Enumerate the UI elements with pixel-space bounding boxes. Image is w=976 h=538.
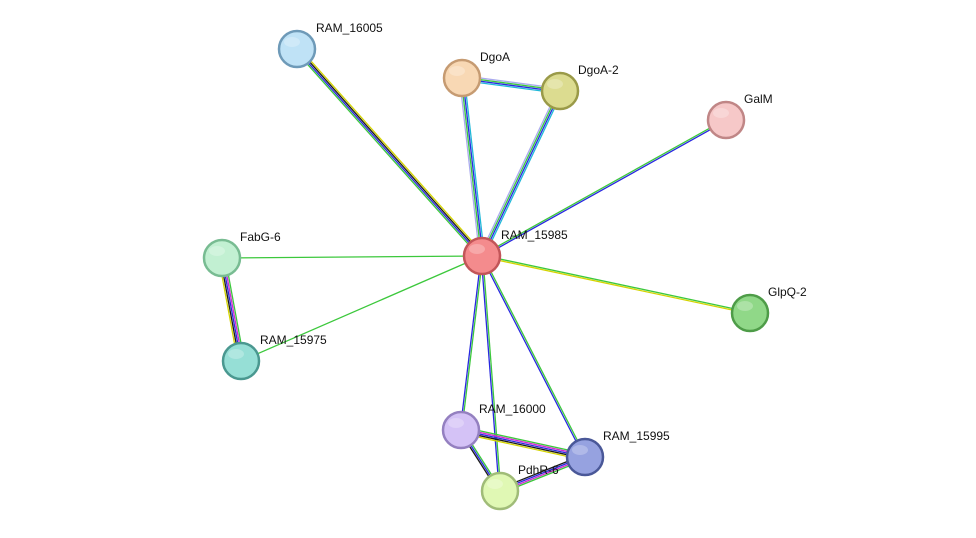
- node-highlight: [487, 479, 503, 489]
- edge-evidence-line: [294, 50, 481, 259]
- edge-evidence-line: [221, 255, 483, 259]
- edge-evidence-line: [295, 49, 482, 257]
- node-circle[interactable]: [565, 437, 605, 477]
- edge-evidence-line: [460, 429, 586, 458]
- node-highlight: [713, 108, 729, 118]
- node-DgoA-2[interactable]: DgoA-2: [540, 63, 619, 111]
- node-label: RAM_16005: [316, 21, 383, 35]
- node-RAM_16000[interactable]: RAM_16000: [441, 402, 546, 450]
- edge-RAM_15985-GlpQ-2[interactable]: [481, 254, 751, 315]
- edge-RAM_15985-FabG-6[interactable]: [221, 255, 483, 259]
- edge-evidence-line: [480, 256, 500, 492]
- edge-evidence-line: [482, 120, 727, 258]
- edge-RAM_15985-GalM[interactable]: [481, 118, 727, 258]
- node-highlight: [209, 246, 225, 256]
- edge-evidence-line: [297, 48, 484, 256]
- edge-evidence-line: [482, 91, 562, 257]
- edge-evidence-line: [240, 255, 483, 362]
- node-circle[interactable]: [730, 293, 770, 333]
- node-highlight: [469, 244, 485, 254]
- edge-RAM_15985-DgoA-2[interactable]: [479, 89, 563, 258]
- edge-RAM_15985-PdhR-6[interactable]: [480, 255, 502, 492]
- node-GlpQ-2[interactable]: GlpQ-2: [730, 285, 807, 333]
- edge-evidence-line: [479, 89, 559, 256]
- edge-evidence-line: [482, 255, 587, 457]
- edge-RAM_16000-RAM_15995[interactable]: [460, 426, 586, 461]
- edge-RAM_15985-RAM_16000[interactable]: [459, 255, 484, 431]
- node-circle[interactable]: [277, 29, 317, 69]
- node-highlight: [448, 418, 464, 428]
- edge-evidence-line: [482, 255, 502, 491]
- edge-evidence-line: [463, 77, 486, 256]
- edge-RAM_15985-RAM_15975[interactable]: [240, 255, 483, 362]
- node-RAM_16005[interactable]: RAM_16005: [277, 21, 383, 69]
- edge-evidence-line: [460, 78, 482, 257]
- node-RAM_15995[interactable]: RAM_15995: [565, 429, 670, 477]
- node-label: DgoA-2: [578, 63, 619, 77]
- edge-evidence-line: [298, 46, 485, 255]
- node-FabG-6[interactable]: FabG-6: [202, 230, 281, 278]
- node-circle[interactable]: [442, 58, 482, 98]
- node-GalM[interactable]: GalM: [706, 92, 773, 140]
- node-circle[interactable]: [706, 100, 746, 140]
- node-circle[interactable]: [221, 341, 261, 381]
- edge-evidence-line: [482, 254, 751, 313]
- edge-evidence-line: [461, 256, 484, 431]
- edge-evidence-line: [481, 118, 726, 256]
- node-label: RAM_16000: [479, 402, 546, 416]
- node-circle[interactable]: [480, 471, 520, 511]
- node-label: RAM_15985: [501, 228, 568, 242]
- edge-evidence-line: [460, 432, 585, 461]
- edge-evidence-line: [480, 256, 585, 458]
- node-highlight: [449, 66, 465, 76]
- edge-RAM_15985-DgoA[interactable]: [458, 77, 486, 257]
- node-circle[interactable]: [202, 238, 242, 278]
- node-label: GalM: [744, 92, 773, 106]
- edge-evidence-line: [462, 77, 484, 256]
- edge-evidence-line: [460, 430, 585, 460]
- node-label: PdhR-6: [518, 463, 559, 477]
- node-DgoA[interactable]: DgoA: [442, 50, 510, 98]
- node-highlight: [284, 37, 300, 47]
- edge-RAM_15985-RAM_15995[interactable]: [480, 255, 587, 458]
- edge-evidence-line: [461, 426, 586, 455]
- node-highlight: [228, 349, 244, 359]
- node-label: RAM_15975: [260, 333, 327, 347]
- node-label: DgoA: [480, 50, 510, 64]
- node-RAM_15985[interactable]: RAM_15985: [462, 228, 568, 276]
- node-highlight: [737, 301, 753, 311]
- edge-evidence-line: [461, 427, 586, 457]
- node-PdhR-6[interactable]: PdhR-6: [480, 463, 559, 511]
- node-circle[interactable]: [540, 71, 580, 111]
- edge-evidence-line: [481, 256, 750, 315]
- node-highlight: [572, 445, 588, 455]
- node-RAM_15975[interactable]: RAM_15975: [221, 333, 327, 381]
- node-label: GlpQ-2: [768, 285, 807, 299]
- node-highlight: [547, 79, 563, 89]
- node-circle[interactable]: [441, 410, 481, 450]
- node-label: RAM_15995: [603, 429, 670, 443]
- edge-evidence-line: [480, 90, 560, 256]
- node-circle[interactable]: [462, 236, 502, 276]
- node-label: FabG-6: [240, 230, 281, 244]
- edge-evidence-line: [459, 255, 482, 430]
- edge-evidence-line: [458, 78, 481, 257]
- edge-evidence-line: [483, 91, 563, 258]
- edge-RAM_15985-RAM_16005[interactable]: [294, 46, 485, 259]
